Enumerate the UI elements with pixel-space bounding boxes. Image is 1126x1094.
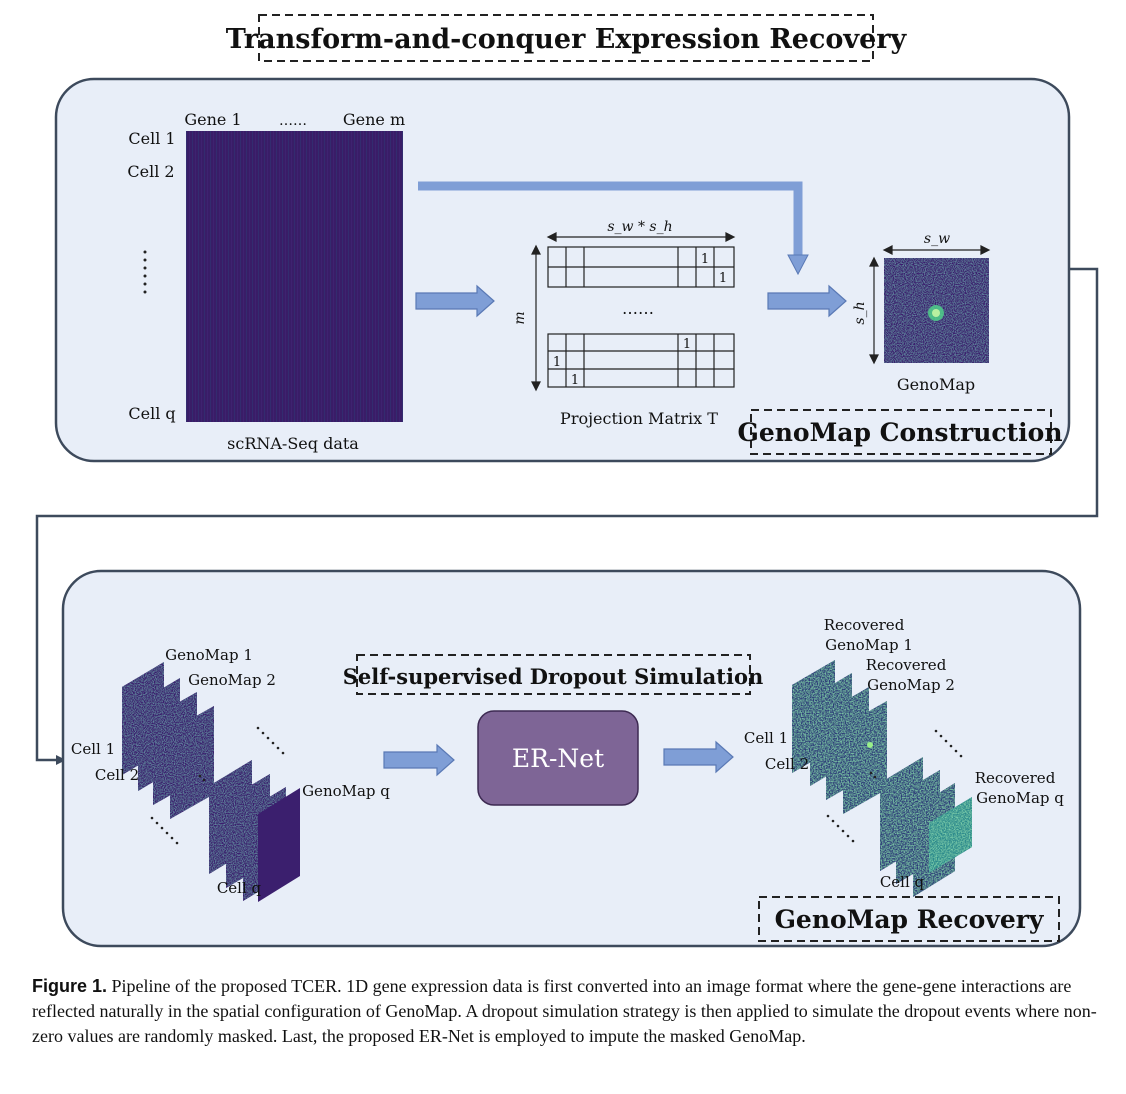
genomap-height-dimension — [869, 256, 879, 365]
cell-2-label: Cell 2 — [127, 162, 174, 181]
construction-label-box — [750, 409, 1052, 455]
cell-vertical-dots — [143, 250, 147, 294]
out-recovered-2-line2: GenoMap 2 — [867, 676, 955, 694]
pipeline-diagram: Transform-and-conquer Expression Recover… — [35, 14, 1099, 948]
caption-label: Figure 1. — [32, 976, 108, 996]
expression-matrix — [186, 131, 403, 422]
arrow-to-genomap — [418, 181, 803, 257]
figure-title: Transform-and-conquer Expression Recover… — [226, 24, 908, 55]
caption-text: Pipeline of the proposed TCER. 1D gene e… — [32, 976, 1097, 1046]
title-box — [258, 14, 874, 62]
in-genomap-q-label: GenoMap q — [302, 782, 390, 800]
cell-1-label: Cell 1 — [128, 129, 175, 148]
in-cell-1-label: Cell 1 — [71, 740, 115, 758]
output-diagonal-dots — [826, 729, 963, 843]
arrow-from-network — [663, 740, 734, 774]
in-genomap-2-label: GenoMap 2 — [188, 671, 276, 689]
out-recovered-q-line1: Recovered — [975, 769, 1056, 787]
out-cell-q-label: Cell q — [880, 873, 925, 891]
matrix-height-label: m — [512, 311, 528, 324]
out-cell-2-label: Cell 2 — [765, 755, 809, 773]
genomap-width-label: s_w — [924, 231, 950, 247]
matrix-width-label: s_w * s_h — [607, 219, 672, 235]
matrix-one: 1 — [701, 252, 709, 267]
out-recovered-1-line2: GenoMap 1 — [825, 636, 913, 654]
er-net-box — [477, 710, 639, 806]
figure-caption: Figure 1. Pipeline of the proposed TCER.… — [32, 974, 1107, 1049]
out-recovered-1-line1: Recovered — [824, 616, 905, 634]
cell-q-label: Cell q — [128, 404, 175, 423]
construction-section-label: GenoMap Construction — [738, 418, 1063, 447]
recovery-label-box — [758, 896, 1060, 942]
output-genomap-stack-1 — [792, 660, 887, 814]
arrow-projection-to-genomap — [767, 284, 847, 318]
input-genomap-stack-1 — [122, 662, 214, 819]
connector-line — [35, 267, 1099, 762]
recovery-section-label: GenoMap Recovery — [775, 905, 1045, 934]
matrix-height-dimension — [531, 244, 541, 392]
out-recovered-q-line2: GenoMap q — [976, 789, 1064, 807]
gene-first-label: Gene 1 — [184, 110, 241, 129]
genomap-height-label: s_h — [852, 301, 868, 324]
matrix-one: 1 — [719, 271, 727, 286]
in-genomap-1-label: GenoMap 1 — [165, 646, 253, 664]
genomap-label: GenoMap — [897, 375, 975, 394]
projection-matrix-label: Projection Matrix T — [560, 409, 718, 428]
dropout-label: Self-supervised Dropout Simulation — [343, 664, 763, 689]
matrix-one: 1 — [571, 373, 579, 388]
matrix-width-dimension — [546, 232, 736, 242]
input-genomap-stack-q — [209, 760, 300, 902]
genomap-width-dimension — [882, 245, 991, 255]
projection-matrix — [547, 246, 735, 388]
gene-dots-label: …… — [279, 113, 307, 129]
er-net-label: ER-Net — [512, 744, 604, 773]
matrix-one: 1 — [683, 337, 691, 352]
matrix-one: 1 — [553, 355, 561, 370]
arrow-to-network — [383, 743, 455, 777]
out-cell-1-label: Cell 1 — [744, 729, 788, 747]
scrna-data-label: scRNA-Seq data — [227, 434, 359, 453]
in-cell-2-label: Cell 2 — [95, 766, 139, 784]
out-recovered-2-line1: Recovered — [866, 656, 947, 674]
arrow-to-projection — [415, 284, 495, 318]
matrix-dots: …… — [622, 299, 654, 318]
output-genomap-stack-q — [880, 757, 972, 897]
input-diagonal-dots — [150, 726, 285, 845]
gene-last-label: Gene m — [343, 110, 405, 129]
in-cell-q-label: Cell q — [217, 879, 262, 897]
dropout-label-box — [356, 654, 751, 695]
